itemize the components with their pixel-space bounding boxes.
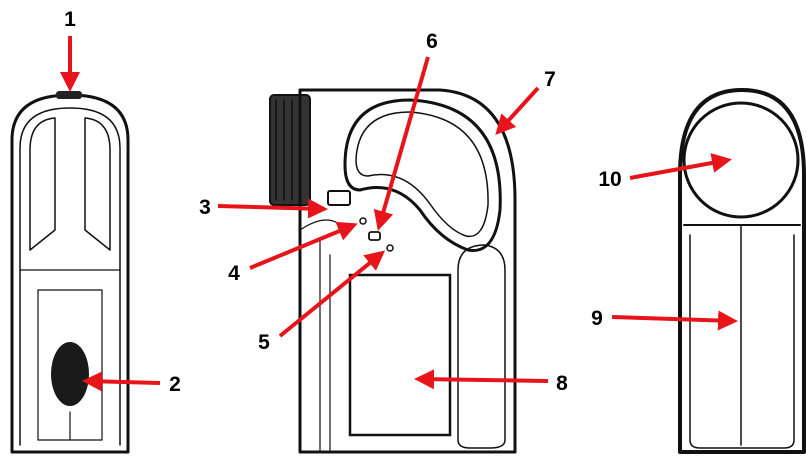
left-side-view <box>10 91 130 454</box>
top-button <box>56 91 82 99</box>
arrow-2 <box>82 371 161 392</box>
arrow-3 <box>217 198 328 219</box>
callout-5: 5 <box>258 331 270 354</box>
callout-1: 1 <box>64 8 76 31</box>
side-slot <box>51 342 89 406</box>
callout-2: 2 <box>169 373 181 396</box>
small-switch <box>327 190 351 206</box>
back-panel <box>348 273 452 437</box>
indicator-led-5 <box>386 244 394 252</box>
callout-10: 10 <box>598 168 621 191</box>
arrow-9 <box>611 310 738 331</box>
indicator-led-4 <box>359 217 367 225</box>
arrow-8 <box>414 369 549 390</box>
right-front-view <box>678 88 806 454</box>
callout-9: 9 <box>591 307 603 330</box>
middle-back-view <box>269 88 517 454</box>
lens <box>682 101 800 219</box>
arrow-4 <box>249 221 358 270</box>
arrow-5 <box>278 250 386 338</box>
arrow-10 <box>629 153 732 180</box>
callout-3: 3 <box>199 196 211 219</box>
arrow-6 <box>373 56 430 231</box>
callout-4: 4 <box>228 262 240 285</box>
middle-button <box>368 231 381 241</box>
callout-8: 8 <box>556 372 568 395</box>
callout-6: 6 <box>426 30 438 53</box>
arrow-7 <box>495 86 540 135</box>
callout-7: 7 <box>544 68 556 91</box>
